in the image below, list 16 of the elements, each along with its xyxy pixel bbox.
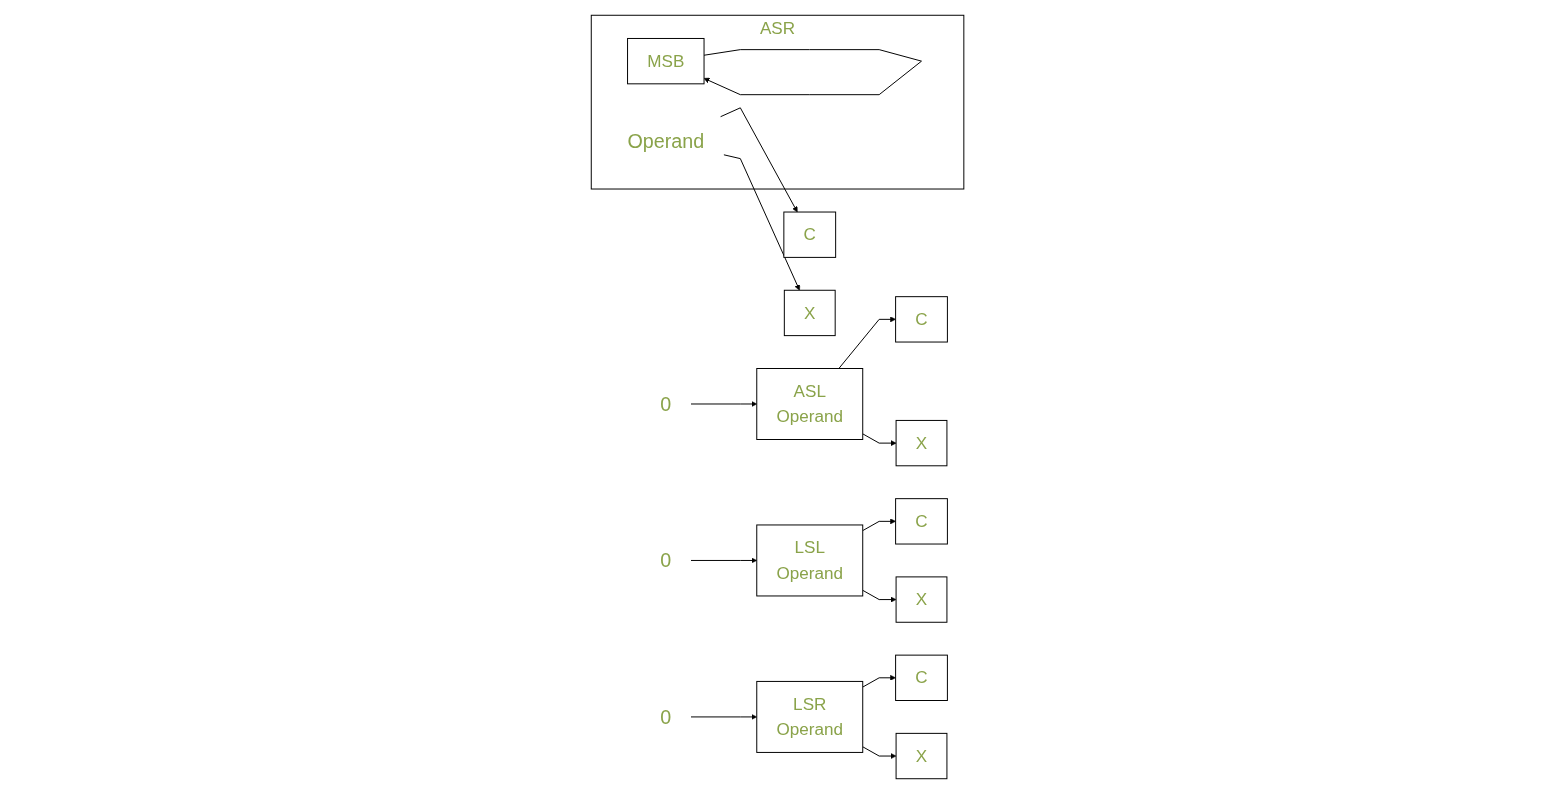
node-box: C	[783, 211, 837, 258]
node-box: X	[896, 732, 948, 780]
node-box: X	[784, 289, 837, 337]
node-text: 0	[660, 549, 672, 572]
node-box: C	[895, 654, 949, 701]
node-box: X	[896, 576, 948, 623]
node-box: X	[896, 419, 948, 467]
node-text: Operand	[627, 130, 705, 153]
node-box: LSR Operand	[756, 680, 864, 753]
node-text: 0	[660, 706, 672, 728]
node-box: ASL Operand	[756, 368, 864, 440]
node-box: C	[895, 296, 949, 343]
node-box: LSL Operand	[756, 524, 864, 597]
node-box: C	[895, 498, 949, 545]
node-text: 0	[660, 393, 672, 415]
node-box: MSB	[627, 37, 705, 85]
